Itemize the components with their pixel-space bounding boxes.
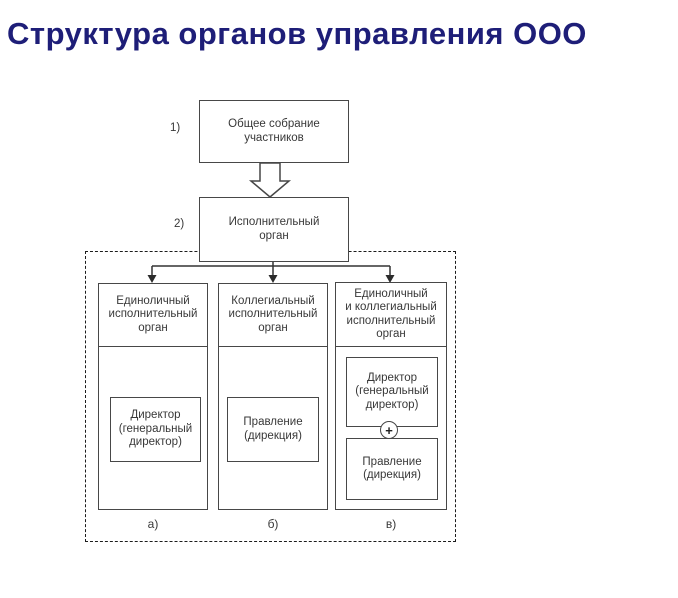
- column-sole-executive-header: Единоличный исполнительный орган: [99, 284, 207, 347]
- footnote-c: в): [385, 517, 397, 531]
- plus-connector-icon: +: [380, 421, 398, 439]
- arrowhead-right-icon: [385, 275, 395, 283]
- node-board-c-label: Правление (дирекция): [362, 455, 422, 482]
- arrowhead-left-icon: [147, 275, 157, 283]
- node-board-c: Правление (дирекция): [346, 438, 438, 500]
- label-level-1: 1): [170, 122, 181, 134]
- node-executive-body: Исполнительный орган: [199, 197, 349, 262]
- plus-sign: +: [385, 422, 393, 438]
- node-general-meeting-label: Общее собрание участников: [228, 118, 320, 144]
- footnote-a: а): [147, 517, 159, 531]
- column-sole-executive: Единоличный исполнительный орган: [98, 283, 208, 510]
- node-director-a: Директор (генеральный директор): [110, 397, 201, 462]
- node-board-b: Правление (дирекция): [227, 397, 319, 462]
- column-collegial-executive: Коллегиальный исполнительный орган: [218, 283, 328, 510]
- node-director-a-label: Директор (генеральный директор): [118, 409, 193, 449]
- label-level-2: 2): [174, 218, 185, 230]
- node-board-b-label: Правление (дирекция): [243, 416, 303, 442]
- node-director-c: Директор (генеральный директор): [346, 357, 438, 427]
- page-title: Структура органов управления ООО: [7, 16, 587, 51]
- arrowhead-middle-icon: [268, 275, 278, 283]
- footnote-b: б): [267, 517, 279, 531]
- node-general-meeting: Общее собрание участников: [199, 100, 349, 163]
- down-arrow-icon: [248, 162, 292, 198]
- column-sole-and-collegial-executive-header: Единоличный и коллегиальный исполнительн…: [336, 283, 446, 347]
- column-collegial-executive-header: Коллегиальный исполнительный орган: [219, 284, 327, 347]
- node-director-c-label: Директор (генеральный директор): [355, 371, 429, 411]
- node-executive-body-label: Исполнительный орган: [228, 216, 320, 242]
